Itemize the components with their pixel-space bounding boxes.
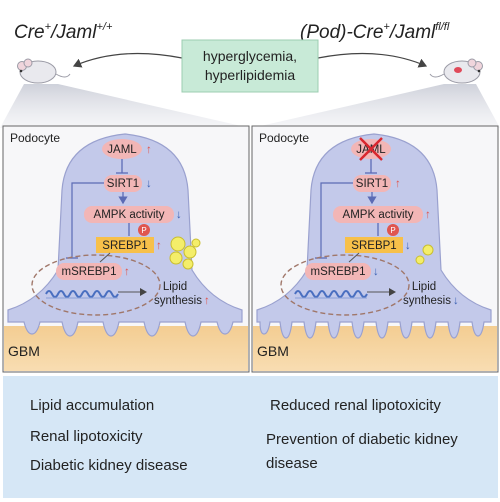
left-srebp1-node [96, 237, 154, 253]
left-zoom-beam [0, 84, 250, 128]
right-lipid-droplets-icon [415, 244, 434, 265]
right-sirt1-label: SIRT1 [356, 178, 388, 190]
left-sirt1-node [104, 175, 142, 192]
right-msrebp1-down-icon: ↓ [373, 266, 379, 278]
condition-line2: hyperlipidemia [205, 67, 295, 83]
left-msrebp1-node [56, 263, 122, 280]
right-outcome-1: Reduced renal lipotoxicity [270, 397, 441, 414]
left-lipid-label-2: synthesis [154, 295, 202, 307]
right-phospho-label: P [390, 226, 395, 235]
left-lipid-droplets-icon [169, 236, 201, 270]
right-msrebp1-node [305, 263, 371, 280]
mouse-left-icon [17, 58, 71, 84]
right-outcome-3: disease [266, 455, 318, 472]
right-lipid-label-2: synthesis [403, 295, 451, 307]
left-msrebp1-label: mSREBP1 [62, 266, 117, 278]
condition-box [181, 39, 319, 93]
right-srebp1-label: SREBP1 [351, 240, 396, 252]
left-dna-icon [45, 290, 119, 298]
right-nucleus [280, 254, 410, 316]
right-srebp1-node [345, 237, 403, 253]
right-lipid-down-icon: ↓ [453, 295, 459, 307]
left-sirt1-to-msrebp1 [71, 182, 104, 258]
right-lipid-label-1: Lipid [412, 281, 436, 293]
left-jaml-up-icon: ↑ [146, 144, 152, 156]
right-outcome-2: Prevention of diabetic kidney [266, 431, 458, 448]
left-sirt1-label: SIRT1 [107, 178, 139, 190]
left-gbm-label: GBM [8, 343, 40, 359]
right-gbm-label: GBM [257, 343, 289, 359]
arrow-to-right-mouse [317, 52, 428, 68]
left-lipid-up-icon: ↑ [204, 295, 210, 307]
condition-line1: hyperglycemia, [203, 48, 297, 64]
left-gbm-layer [4, 326, 248, 371]
left-srebp1-label: SREBP1 [102, 240, 147, 252]
arrow-to-left-mouse [72, 52, 183, 68]
right-ampk-label: AMPK activity [343, 209, 414, 221]
left-ampk-label: AMPK activity [94, 209, 165, 221]
left-srebp1-up-icon: ↑ [156, 240, 162, 252]
right-podocyte-label: Podocyte [259, 131, 309, 145]
right-srebp1-to-msrebp1 [348, 252, 360, 263]
left-cell-body [7, 133, 243, 337]
left-podocyte-label: Podocyte [10, 131, 60, 145]
left-jaml-label: JAML [107, 144, 137, 156]
right-ampk-up-icon: ↑ [425, 209, 431, 221]
right-cell-body [256, 133, 492, 339]
left-srebp1-to-msrebp1 [99, 252, 111, 263]
left-genotype-title: Cre+/Jaml+/+ [14, 21, 113, 43]
left-phospho-icon [138, 224, 150, 236]
left-ampk-down-icon: ↓ [176, 209, 182, 221]
outcomes-panel [3, 376, 498, 498]
left-jaml-node [102, 139, 142, 159]
left-ampk-node [84, 206, 174, 223]
right-jaml-knockout-icon [359, 137, 383, 161]
left-phospho-label: P [141, 226, 146, 235]
left-nucleus [31, 254, 161, 316]
right-sirt1-node [353, 175, 391, 192]
left-sirt1-down-icon: ↓ [146, 178, 152, 190]
right-sirt1-to-msrebp1 [320, 182, 353, 258]
left-outcome-1: Lipid accumulation [30, 397, 154, 414]
mouse-right-icon [429, 58, 483, 84]
left-outcome-2: Renal lipotoxicity [30, 428, 143, 445]
left-lipid-label-1: Lipid [163, 281, 187, 293]
right-srebp1-down-icon: ↓ [405, 240, 411, 252]
left-outcome-3: Diabetic kidney disease [30, 457, 188, 474]
right-zoom-beam [252, 84, 500, 128]
right-dna-icon [294, 290, 368, 298]
right-phospho-icon [387, 224, 399, 236]
right-sirt1-up-icon: ↑ [395, 178, 401, 190]
right-ampk-node [333, 206, 423, 223]
right-genotype-title: (Pod)-Cre+/Jamlfl/fl [300, 21, 450, 43]
left-msrebp1-up-icon: ↑ [124, 266, 130, 278]
right-podocyte: Podocyte JAML SIRT1 ↑ AMPK activity ↑ P … [253, 131, 497, 371]
right-msrebp1-label: mSREBP1 [311, 266, 366, 278]
left-podocyte: Podocyte JAML ↑ SIRT1 ↓ AMPK activity ↓ … [4, 131, 248, 371]
